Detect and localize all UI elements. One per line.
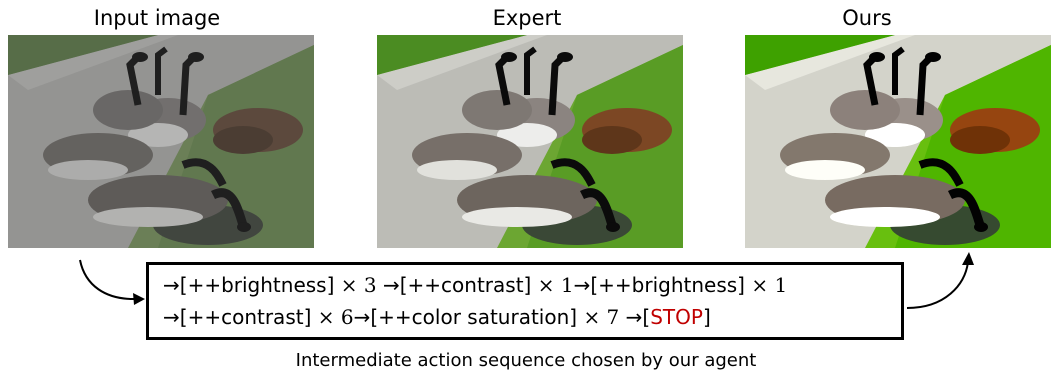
geese-photo-expert — [377, 35, 683, 248]
arrow-icon: → — [625, 305, 643, 329]
panel-title-expert: Expert — [492, 6, 562, 30]
ours-image — [745, 35, 1051, 248]
figure-caption: Intermediate action sequence chosen by o… — [295, 350, 757, 371]
stop-bracket-close: ] — [702, 305, 711, 329]
arrow-icon: → — [573, 273, 591, 297]
sequence-line-1: →[++brightness] × 3 →[++contrast] × 1→[+… — [163, 273, 787, 297]
sequence-line-2: →[++contrast] × 6→[++color saturation] ×… — [163, 305, 711, 329]
arrow-icon: → — [382, 273, 400, 297]
arrow-icon: → — [353, 305, 371, 329]
panel-title-ours: Ours — [842, 6, 892, 30]
expert-image — [377, 35, 683, 248]
arrow-icon: → — [163, 273, 180, 297]
action-contrast: [++contrast] — [179, 305, 312, 329]
curved-arrow-left-icon — [79, 259, 145, 305]
action-color-saturation: [++color saturation] — [370, 305, 578, 329]
action-brightness: [++brightness] — [590, 273, 745, 297]
panel-title-input: Input image — [93, 6, 221, 30]
action-multiplier: × 1 — [751, 273, 788, 297]
action-sequence-box: →[++brightness] × 3 →[++contrast] × 1→[+… — [146, 262, 904, 340]
curved-arrow-right-icon — [906, 252, 974, 309]
stop-bracket-open: [ — [642, 305, 651, 329]
action-multiplier: × 3 — [340, 273, 377, 297]
geese-photo-input — [8, 35, 314, 248]
action-stop: STOP — [650, 305, 703, 329]
geese-photo-ours — [745, 35, 1051, 248]
action-multiplier: × 6 — [317, 305, 354, 329]
action-multiplier: × 7 — [583, 305, 620, 329]
action-brightness: [++brightness] — [179, 273, 335, 297]
action-multiplier: × 1 — [537, 273, 574, 297]
action-contrast: [++contrast] — [399, 273, 532, 297]
arrow-icon: → — [163, 305, 180, 329]
input-image — [8, 35, 314, 248]
